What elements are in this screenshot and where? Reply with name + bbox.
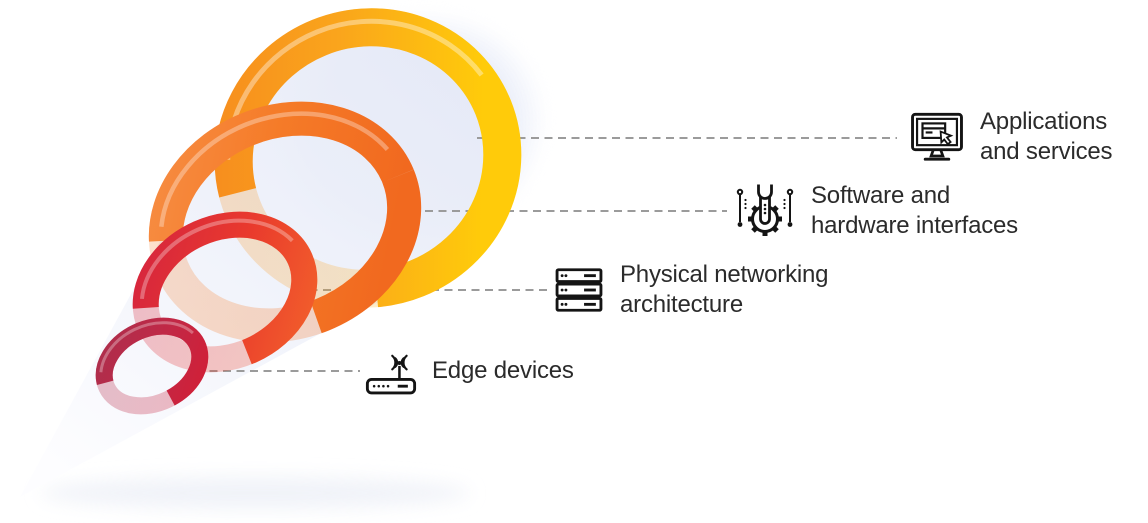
layer-label-edge-devices: Edge devices [432, 356, 574, 386]
label-line: Physical networking [620, 261, 829, 288]
ring-applications-services [214, 8, 522, 308]
label-line: hardware interfaces [811, 212, 1018, 239]
label-line: architecture [620, 291, 743, 318]
layer-row-software-hardware: Software and hardware interfaces [733, 179, 1018, 243]
layer-label-physical-networking: Physical networking architecture [620, 260, 829, 320]
label-line: Applications [980, 108, 1108, 135]
wireless-router-icon [364, 344, 418, 398]
label-line: Edge devices [432, 357, 574, 384]
layer-label-software-hardware: Software and hardware interfaces [811, 181, 1018, 241]
gear-wrench-icon [733, 179, 797, 243]
ring-edge-devices [95, 317, 209, 415]
label-line: and services [980, 138, 1113, 165]
label-line: Software and [811, 182, 951, 209]
cone-floor-shadow [40, 477, 470, 509]
layer-row-applications-services: Applications and services [908, 107, 1113, 167]
layer-label-applications-services: Applications and services [980, 107, 1113, 167]
server-stack-icon [552, 261, 606, 319]
monitor-cursor-icon [908, 108, 966, 166]
layer-row-edge-devices: Edge devices [364, 344, 574, 398]
layer-row-physical-networking: Physical networking architecture [552, 260, 829, 320]
